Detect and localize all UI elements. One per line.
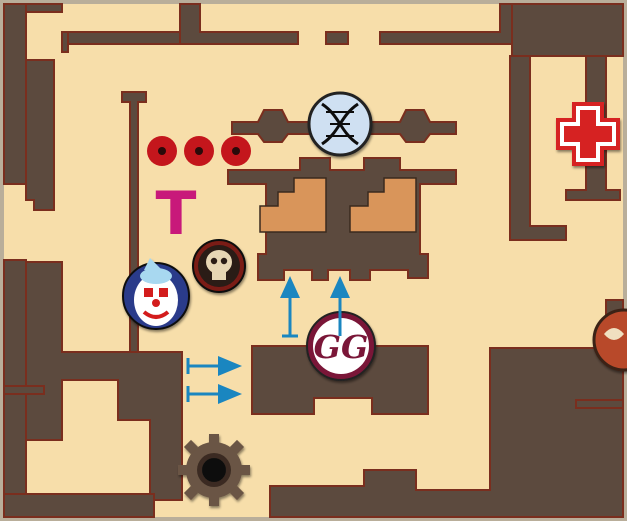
blue-arrows	[186, 276, 350, 404]
letter-t-marker: T	[156, 179, 197, 249]
dna-rungs	[326, 111, 354, 137]
skull-eye	[220, 257, 228, 265]
wall	[61, 31, 181, 45]
gear-token[interactable]	[178, 434, 250, 506]
stairs-left[interactable]	[259, 177, 327, 233]
partial-token-detail	[604, 328, 624, 340]
clown-mouth	[142, 310, 170, 319]
red-dot-center	[232, 147, 240, 155]
red-dot-center	[195, 147, 203, 155]
clown-eye	[144, 288, 153, 297]
wall	[61, 31, 69, 53]
wall	[3, 493, 155, 518]
arrow-right-head	[218, 384, 242, 404]
wall	[511, 3, 624, 57]
wall	[3, 3, 27, 185]
partial-token-icon	[592, 308, 627, 372]
wall	[25, 59, 55, 211]
wall	[3, 385, 45, 395]
wall	[325, 31, 349, 45]
arrow-right-head	[218, 356, 242, 376]
stairs-right[interactable]	[349, 177, 417, 233]
wall	[3, 259, 27, 501]
wall	[509, 55, 567, 241]
red-cross-fill	[564, 110, 612, 158]
arrow-up-head	[330, 276, 350, 298]
wall	[25, 261, 183, 501]
red-dot-markers	[147, 136, 251, 166]
gear-hole	[202, 458, 226, 482]
clown-nose	[152, 299, 160, 307]
red-dot-center	[158, 147, 166, 155]
clown-token[interactable]	[122, 258, 190, 330]
clown-eye	[159, 288, 168, 297]
wall	[269, 347, 624, 518]
dna-token[interactable]	[307, 91, 373, 157]
skull-jaw	[212, 272, 226, 280]
partial-token[interactable]	[592, 308, 627, 372]
arrow-up-head	[280, 276, 300, 298]
wall	[575, 399, 624, 409]
gg-token-face	[313, 318, 369, 374]
stairs[interactable]	[259, 177, 417, 233]
skull-token[interactable]	[192, 239, 246, 293]
medkit-token[interactable]	[556, 102, 620, 166]
clown-hair	[140, 268, 172, 284]
skull-icon	[206, 250, 232, 274]
clown-hat	[144, 258, 162, 270]
skull-eye	[210, 257, 218, 265]
